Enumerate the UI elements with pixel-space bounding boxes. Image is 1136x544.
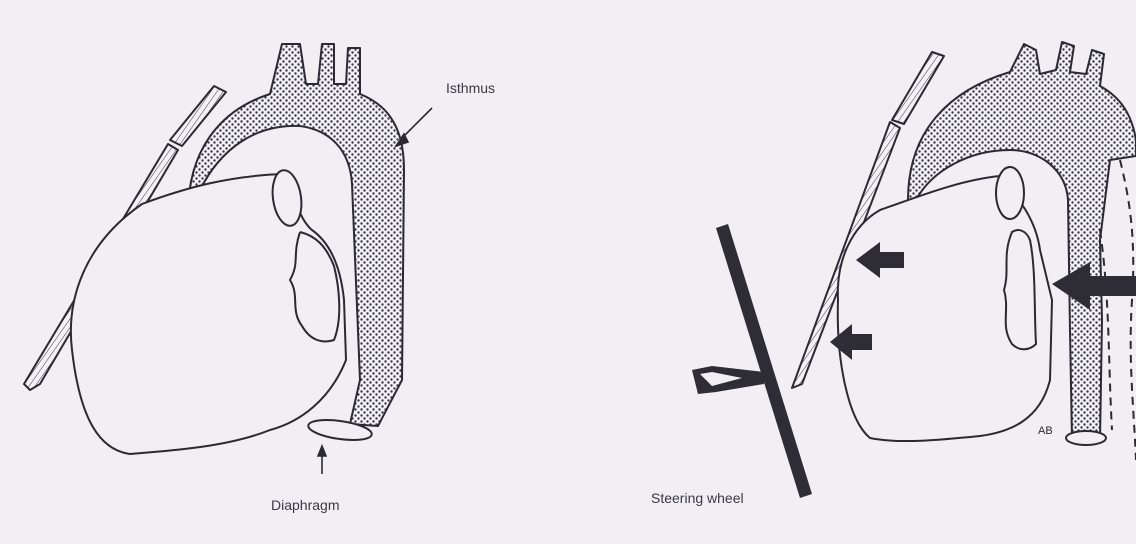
steering-wheel-label: Steering wheel [651,490,744,506]
pulmonary-trunk-right [996,167,1024,219]
artist-initials: AB [1038,425,1053,437]
diaphragm-ring-right [1066,431,1106,445]
diaphragm-arrowhead-icon [318,446,326,456]
diaphragm-label: Diaphragm [271,497,339,513]
sternum-upper-segment-right [892,52,944,124]
heart-outline [71,174,346,454]
right-diagram [792,42,1136,460]
atrial-appendage-right [1004,230,1036,349]
isthmus-label: Isthmus [446,80,495,96]
left-diagram [24,44,404,454]
steering-wheel-graphic [692,224,812,498]
displaced-aorta-dashed [1120,160,1136,460]
steering-wheel-rim [716,224,812,498]
